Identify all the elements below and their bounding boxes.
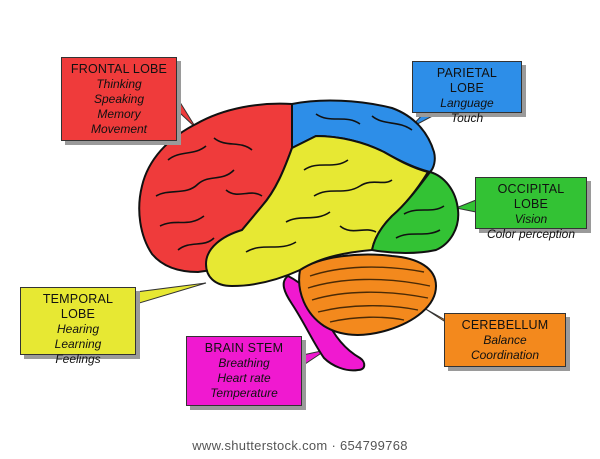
occipital-lobe-shape (370, 170, 460, 254)
brain-stem-line: Temperature (210, 386, 278, 400)
cerebellum-shape (298, 253, 438, 336)
temporal-lobe-line: Feelings (55, 352, 101, 366)
occipital-lobe-line: Vision (514, 212, 548, 226)
frontal-lobe-title: FRONTAL LOBE (70, 62, 168, 76)
temporal-pointer (135, 282, 207, 305)
frontal-lobe-callout: FRONTAL LOBE Thinking Speaking Memory Mo… (61, 57, 177, 141)
parietal-lobe-title: PARIETAL LOBE (436, 66, 498, 95)
frontal-lobe-line: Movement (90, 122, 148, 136)
cerebellum-line: Coordination (470, 348, 540, 362)
frontal-lobe-line: Thinking (96, 77, 142, 91)
parietal-lobe-line: Language (440, 96, 494, 110)
brain-folds (155, 113, 445, 253)
occipital-lobe-callout: OCCIPITAL LOBE Vision Color perception (475, 177, 587, 241)
parietal-lobe-line: Touch (450, 111, 484, 125)
cerebellum-line: Balance (483, 333, 527, 347)
brain-stem-callout: BRAIN STEM Breathing Heart rate Temperat… (186, 336, 302, 406)
occipital-lobe-title: OCCIPITAL LOBE (497, 182, 565, 211)
cerebellum-folds (307, 266, 431, 323)
frontal-lobe-line: Memory (97, 107, 141, 121)
brain-stem-line: Breathing (218, 356, 270, 370)
stock-watermark: www.shutterstock.com · 654799768 (192, 438, 408, 453)
temporal-lobe-line: Learning (54, 337, 102, 351)
cerebellum-callout: CEREBELLUM Balance Coordination (444, 313, 566, 367)
temporal-lobe-shape (204, 134, 430, 288)
brain-stem-line: Heart rate (217, 371, 271, 385)
brain-stem-title: BRAIN STEM (204, 341, 284, 355)
temporal-lobe-line: Hearing (56, 322, 100, 336)
occipital-lobe-line: Color perception (486, 227, 576, 241)
temporal-lobe-callout: TEMPORAL LOBE Hearing Learning Feelings (20, 287, 136, 366)
cerebellum-title: CEREBELLUM (461, 318, 549, 332)
parietal-lobe-callout: PARIETAL LOBE Language Touch (412, 61, 522, 125)
frontal-lobe-line: Speaking (93, 92, 145, 106)
temporal-lobe-title: TEMPORAL LOBE (42, 292, 114, 321)
